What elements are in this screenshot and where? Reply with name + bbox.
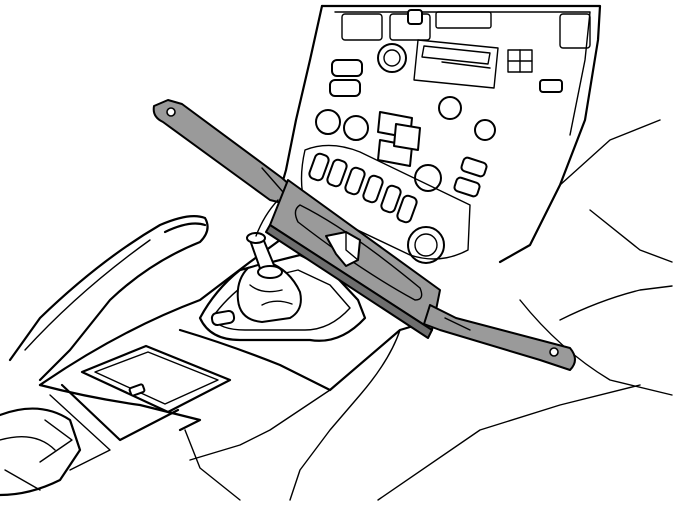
button [326,158,348,188]
panel-removal-tool-right [423,304,576,371]
button [407,9,423,25]
button [380,184,402,214]
button [396,194,418,224]
button [362,174,384,204]
lid-latch [128,383,146,397]
button [539,79,563,93]
knob [377,43,407,73]
knob [474,119,496,141]
button [329,79,361,97]
button [308,152,330,182]
center-console [38,232,442,501]
knob [414,164,442,192]
cable [255,199,279,237]
button [393,123,421,151]
gear-stick-top [246,232,266,244]
climate-panel [300,144,471,260]
knob [438,96,462,120]
knob [343,115,369,141]
radio-slot [413,39,499,89]
button [344,166,366,196]
storage-lid [80,344,232,414]
display-left [341,13,383,41]
button [460,156,488,178]
knob [315,109,341,135]
handbrake-armrest [0,215,209,497]
tool-hole [549,347,559,357]
trim-panel [265,179,441,339]
removal-tool-left [152,99,299,206]
display-right [559,13,591,49]
knob-large [407,226,445,264]
shifter-surround [198,253,367,342]
button [331,59,363,77]
display-top [435,11,492,29]
release-button [210,309,236,327]
tool-hole [166,107,176,117]
removal-tool-right [423,304,576,371]
button [453,176,481,198]
panel-removal-tool-left [152,99,299,206]
center-stack [276,4,602,264]
